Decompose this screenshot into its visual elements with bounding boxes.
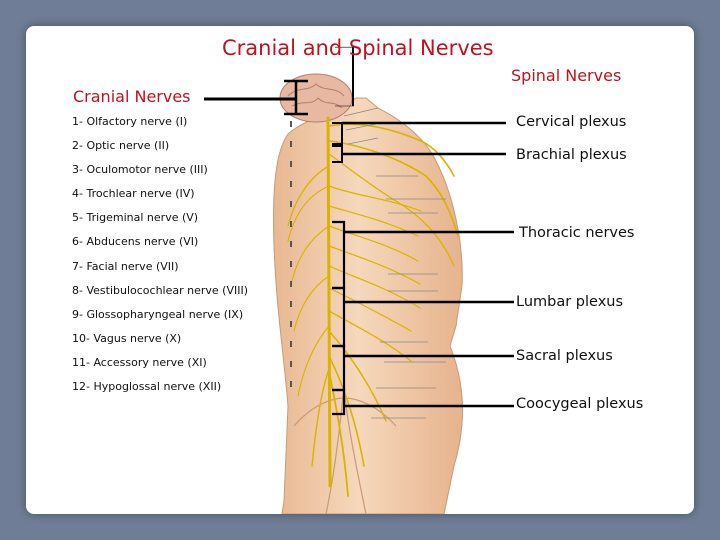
cervical-plexus-label: Cervical plexus [516,114,627,130]
cranial-nerve-item: 6- Abducens nerve (VI) [72,235,199,249]
cranial-nerve-item: 8- Vestibulocochlear nerve (VIII) [72,283,248,297]
slide: Cranial and Spinal Nerves Cranial Nerves… [26,26,694,514]
cranial-nerves-heading: Cranial Nerves [73,87,191,106]
cranial-nerve-item: 3- Oculomotor nerve (III) [72,163,208,177]
cranial-nerve-item: 2- Optic nerve (II) [72,139,170,153]
cranial-nerve-item: 12- Hypoglossal nerve (XII) [72,380,222,394]
cranial-nerve-item: 7- Facial nerve (VII) [72,259,179,273]
lumbar-plexus-label: Lumbar plexus [516,294,624,310]
cranial-nerve-item: 5- Trigeminal nerve (V) [72,211,199,225]
cranial-nerve-item: 10- Vagus nerve (X) [72,331,182,345]
cranial-nerve-list: 1- Olfactory nerve (I) 2- Optic nerve (I… [72,115,248,404]
spinal-nerves-heading: Spinal Nerves [511,66,622,85]
sacral-plexus-label: Sacral plexus [516,348,613,364]
nerve-branches [287,116,459,497]
coccygeal-plexus-label: Coocygeal plexus [516,396,644,412]
slide-title: Cranial and Spinal Nerves [222,36,494,60]
back-figure [273,73,463,514]
bracket-lines [204,46,514,416]
thoracic-nerves-label: Thoracic nerves [519,225,635,241]
cranial-nerve-item: 9- Glossopharyngeal nerve (IX) [72,307,244,321]
cranial-nerve-item: 1- Olfactory nerve (I) [72,115,188,128]
leader-lines [343,107,446,419]
brachial-plexus-label: Brachial plexus [516,147,627,163]
cranial-nerve-item: 11- Accessory nerve (XI) [72,355,207,369]
cranial-nerve-item: 4- Trochlear nerve (IV) [72,187,195,201]
spine-nerve-illustration [204,46,514,514]
vertebra-markers [290,121,292,387]
